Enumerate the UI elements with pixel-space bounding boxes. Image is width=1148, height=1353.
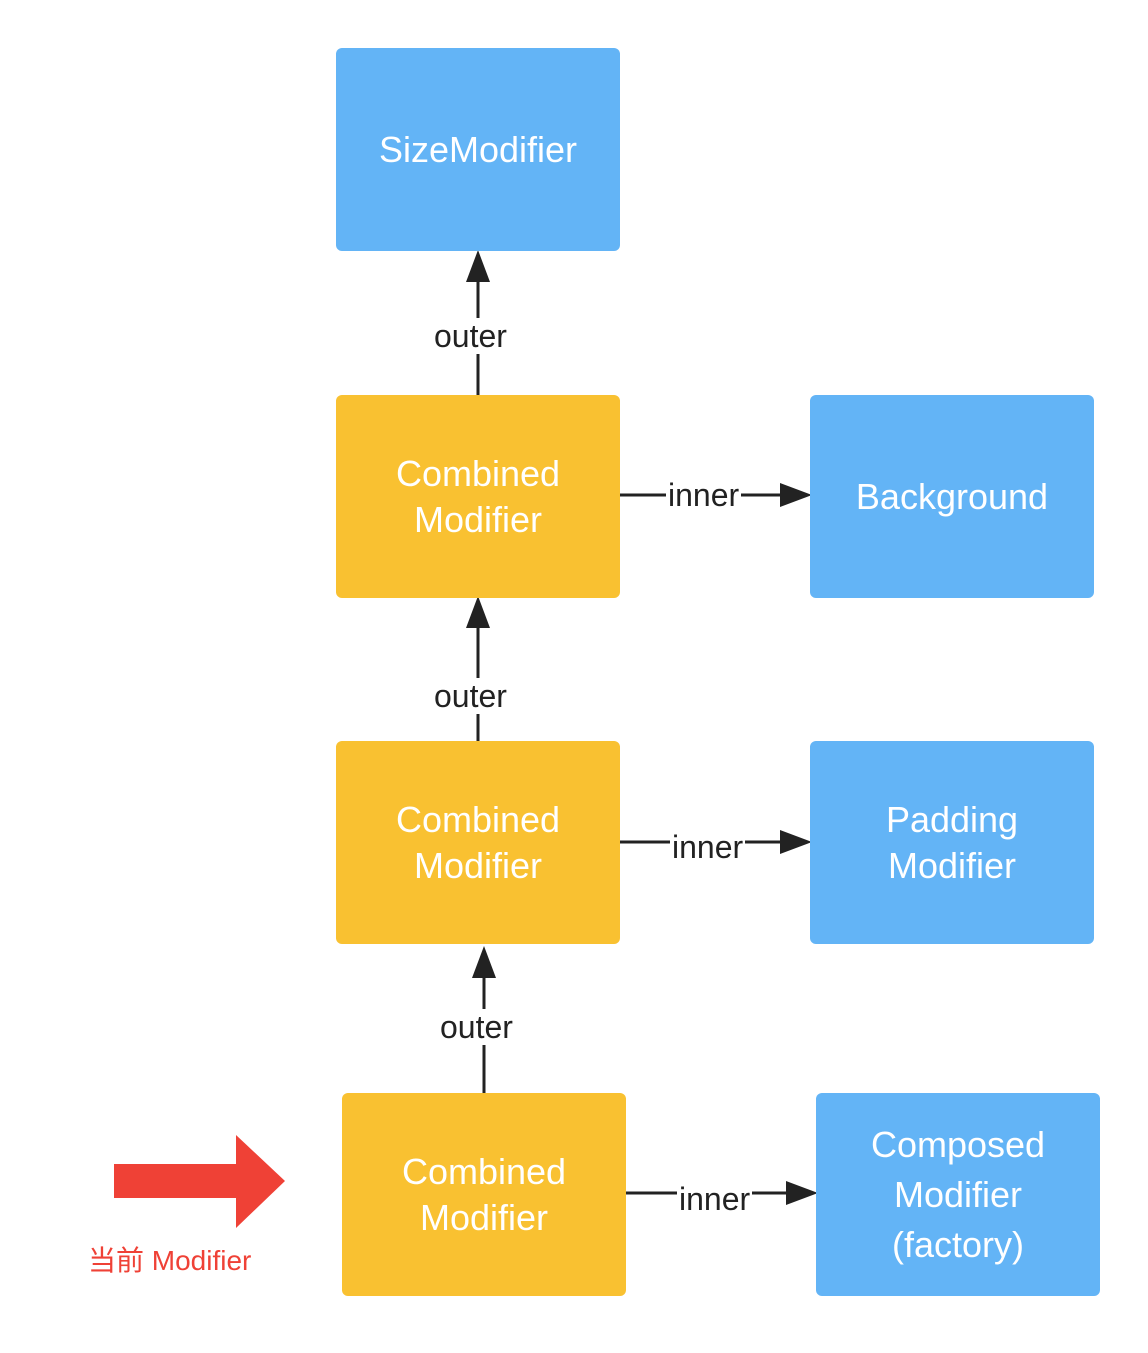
- padding-modifier-node: Padding Modifier: [810, 741, 1094, 944]
- node-label: Padding: [885, 798, 1019, 840]
- node-label: Combined: [395, 798, 561, 840]
- arrowhead-right-icon: [780, 483, 812, 507]
- node-label: Modifier: [413, 844, 543, 886]
- edge-label-outer-middle: outer: [432, 678, 509, 714]
- composed-modifier-node: Composed Modifier (factory): [816, 1093, 1100, 1296]
- arrowhead-up-icon: [472, 946, 496, 978]
- arrowhead-up-icon: [466, 250, 490, 282]
- arrowhead-right-icon: [786, 1181, 818, 1205]
- right-arrow-icon: [114, 1135, 285, 1228]
- combined-modifier-middle-node: Combined Modifier: [336, 741, 620, 944]
- size-modifier-node: SizeModifier: [336, 48, 620, 251]
- current-modifier-label: 当前 Modifier: [88, 1245, 252, 1276]
- arrowhead-right-icon: [780, 830, 812, 854]
- node-label: Modifier: [419, 1196, 549, 1238]
- edge-label-inner-top: inner: [666, 477, 742, 513]
- node-label: (factory): [891, 1223, 1024, 1265]
- combined-modifier-bottom-node: Combined Modifier: [342, 1093, 626, 1296]
- node-label: Combined: [395, 452, 561, 494]
- node-label: Modifier: [413, 498, 543, 540]
- node-label: Background: [855, 475, 1049, 517]
- node-label: Modifier: [893, 1173, 1023, 1215]
- node-label: SizeModifier: [378, 128, 578, 170]
- edge-label-inner-middle: inner: [670, 829, 746, 865]
- arrowhead-up-icon: [466, 596, 490, 628]
- edge-label-inner-bottom: inner: [677, 1181, 753, 1217]
- node-label: Combined: [401, 1150, 567, 1192]
- edge-label-outer-bottom: outer: [438, 1009, 515, 1045]
- background-node: Background: [810, 395, 1094, 598]
- node-label: Modifier: [887, 844, 1017, 886]
- node-label: Composed: [870, 1123, 1046, 1165]
- combined-modifier-top-node: Combined Modifier: [336, 395, 620, 598]
- edge-label-outer-top: outer: [432, 318, 509, 354]
